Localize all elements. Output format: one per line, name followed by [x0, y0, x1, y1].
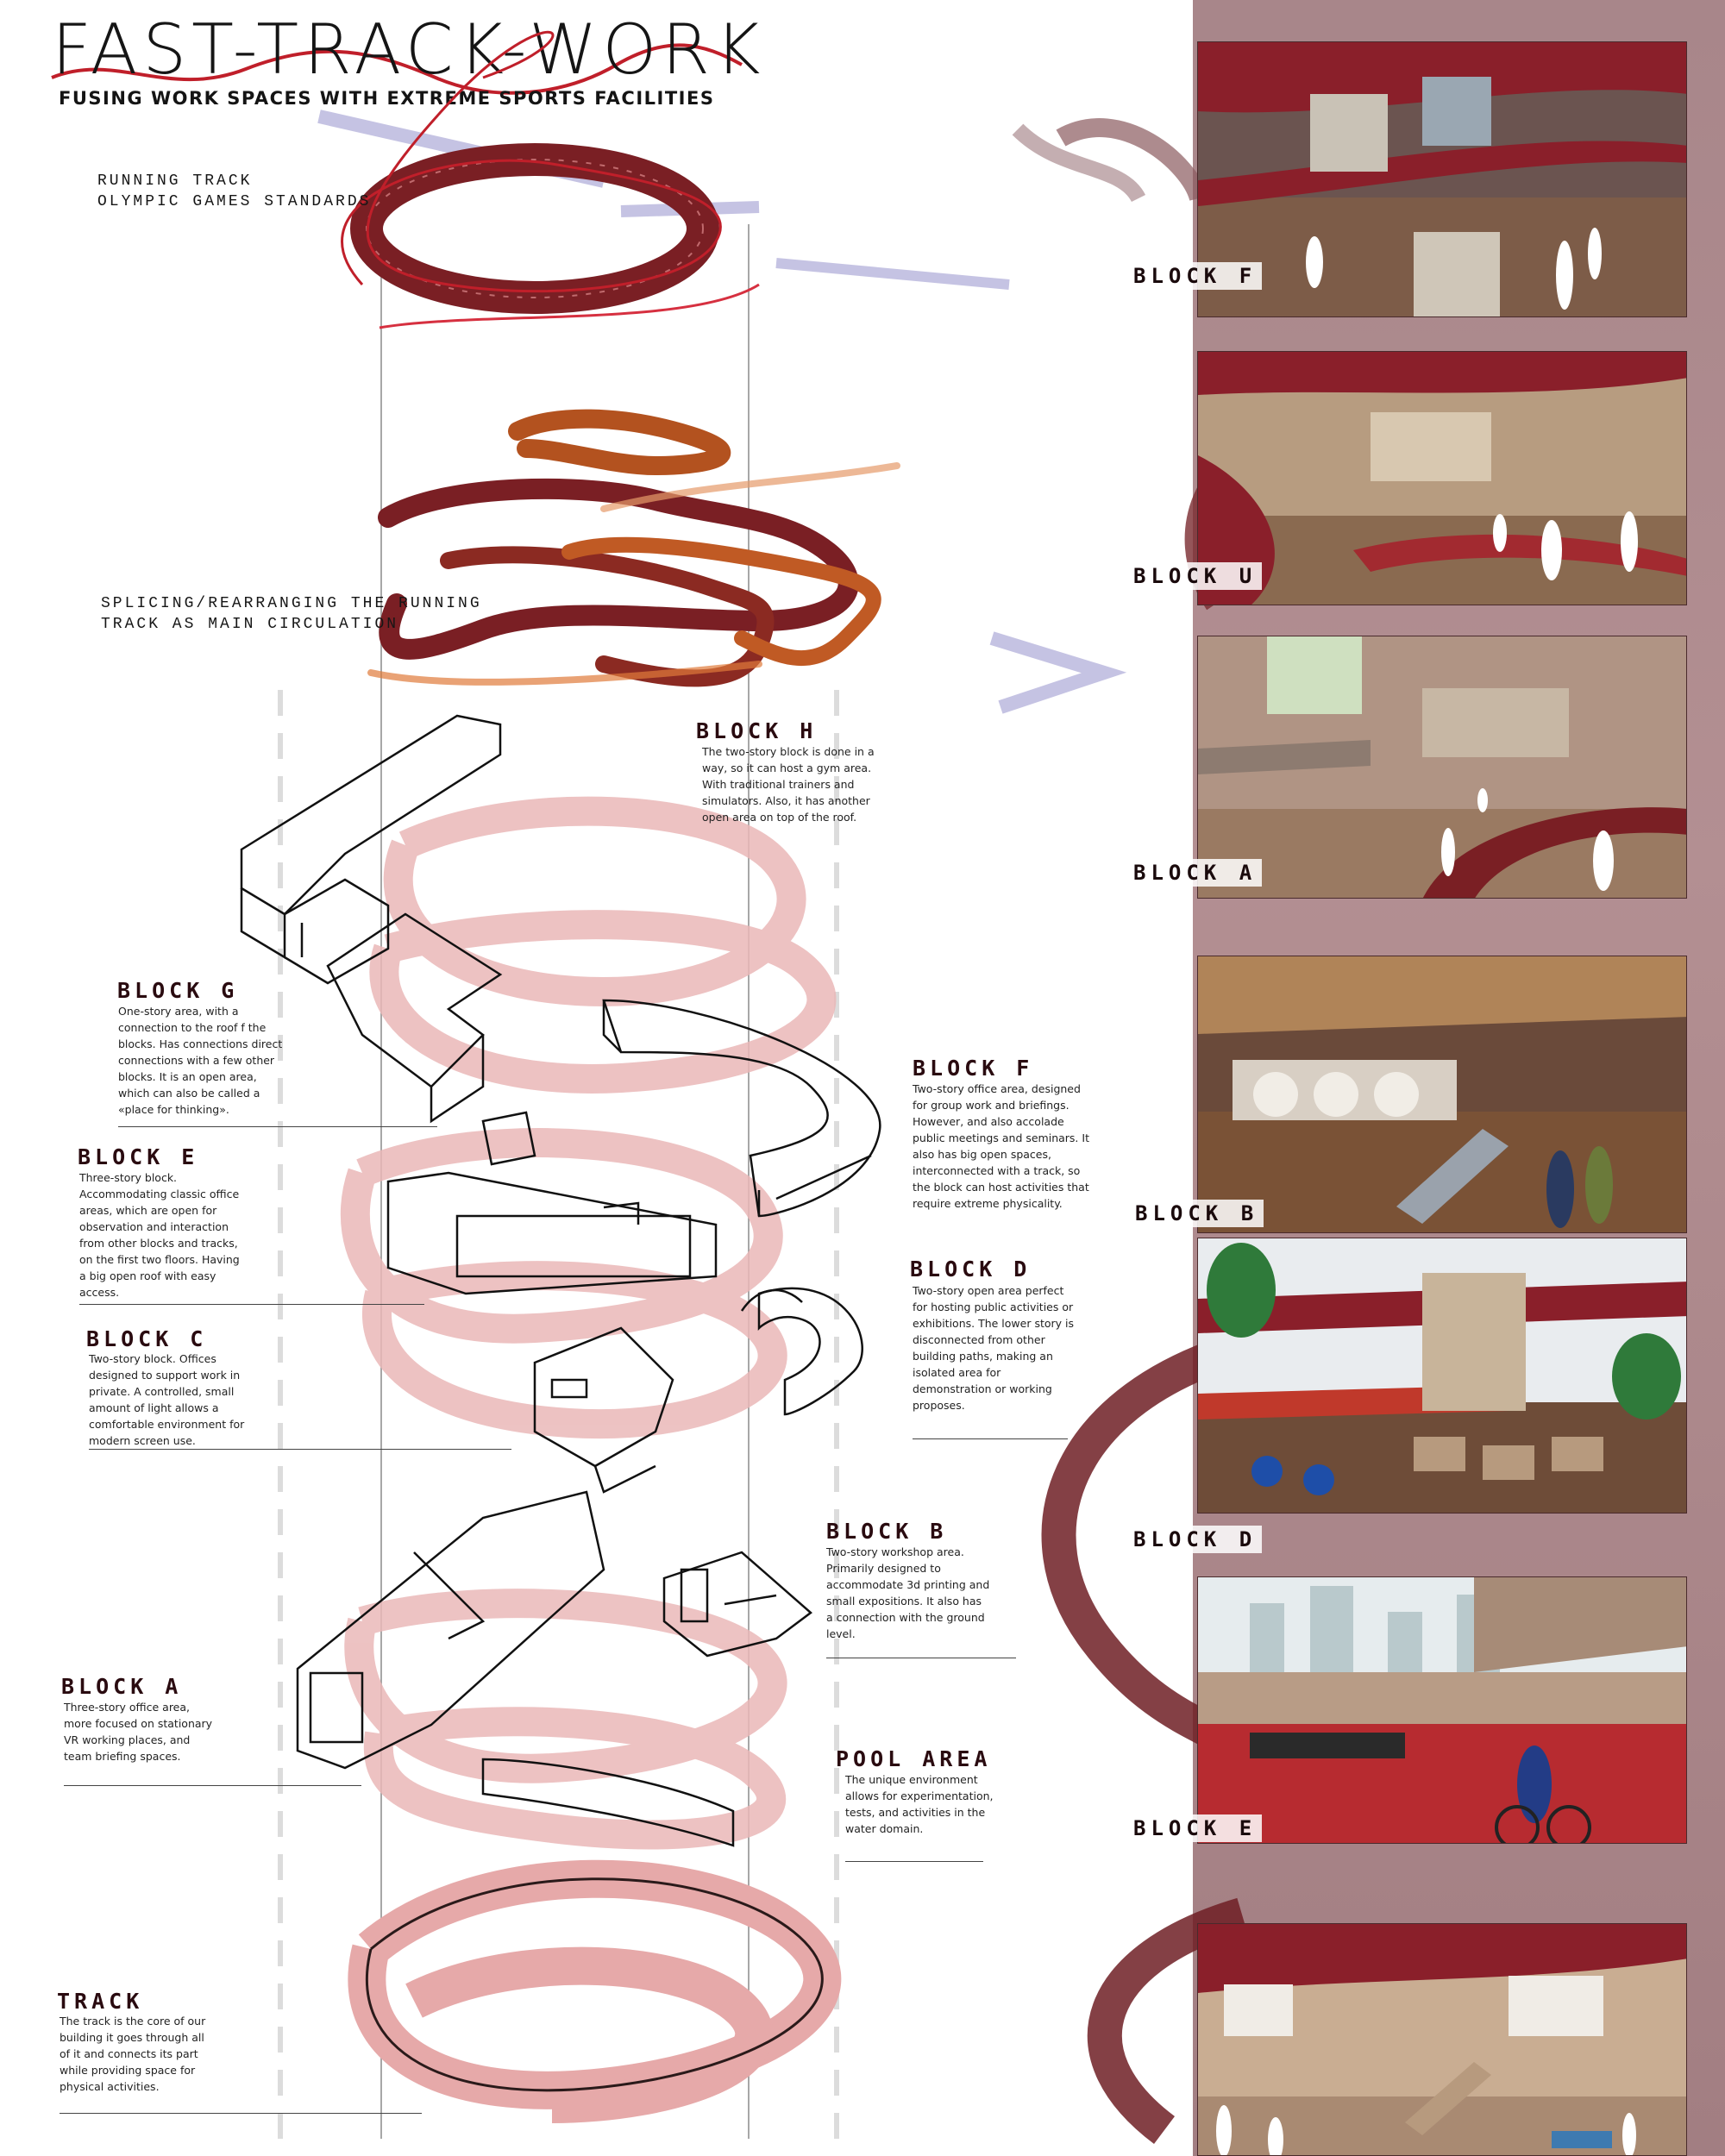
pink-track-layers [341, 796, 837, 1850]
block-h-title: BLOCK H [696, 718, 818, 743]
block-g-desc: One-story area, with a connection to the… [118, 1005, 283, 1116]
red-scribble [341, 30, 722, 293]
block-d-rule [913, 1438, 1068, 1439]
render-block-e [1197, 1576, 1687, 1844]
block-h-drawing [240, 714, 502, 985]
block-d-desc: Two-story open area perfect for hosting … [913, 1284, 1074, 1412]
render-label-block-d: BLOCK D [1128, 1526, 1263, 1553]
block-c-title: BLOCK C [86, 1326, 208, 1351]
block-g-title: BLOCK G [117, 978, 239, 1003]
block-c-desc: Two-story block. Offices designed to sup… [89, 1352, 245, 1447]
render-bottom-interior [1197, 1923, 1687, 2156]
block-h-desc: The two-story block is done in a way, so… [702, 745, 875, 824]
block-b-title: BLOCK B [826, 1519, 948, 1544]
block-e-desc: Three-story block. Accommodating classic… [79, 1171, 240, 1299]
block-a-drawing [296, 1490, 605, 1770]
render-block-b [1197, 956, 1687, 1233]
block-b-desc: Two-story workshop area. Primarily desig… [826, 1545, 990, 1640]
block-f-title: BLOCK F [913, 1056, 1034, 1081]
lavender-stroke [775, 258, 1010, 290]
title-red-scribble [51, 43, 743, 95]
render-label-block-f: BLOCK F [1128, 262, 1263, 290]
block-b-drawing [662, 1551, 812, 1658]
block-g-drawing [326, 912, 503, 1124]
render-block-u [1197, 351, 1687, 605]
lavender-stroke [989, 631, 1127, 714]
render-label-block-u: BLOCK U [1128, 562, 1263, 590]
lavender-stroke [1012, 123, 1146, 203]
track-title: TRACK [57, 1989, 144, 2014]
pool-area-drawing [481, 1758, 735, 1847]
render-label-block-e: BLOCK E [1128, 1814, 1263, 1842]
pool-area-desc: The unique environment allows for experi… [845, 1773, 994, 1835]
block-c-rule [89, 1449, 511, 1450]
block-d-drawing [740, 1287, 863, 1416]
page-subtitle: FUSING WORK SPACES WITH EXTREME SPORTS F… [59, 88, 715, 109]
splicing-note: SPLICING/REARRANGING THE RUNNING TRACK A… [101, 595, 482, 633]
block-e-title: BLOCK E [78, 1144, 199, 1169]
spliced-track [367, 409, 900, 687]
running-track-note: RUNNING TRACK OLYMPIC GAMES STANDARDS [97, 172, 372, 210]
axonometric-drawing [240, 30, 1146, 2139]
block-e-drawing [386, 1111, 718, 1295]
pool-area-title: POOL AREA [836, 1746, 992, 1771]
render-block-f [1197, 41, 1687, 317]
page-title: FAST-TRACK-WORK [52, 9, 766, 90]
track-desc: The track is the core of our building it… [60, 2015, 206, 2093]
pool-area-rule [845, 1861, 983, 1862]
render-block-a [1197, 636, 1687, 899]
block-f-desc: Two-story office area, designed for grou… [913, 1082, 1089, 1210]
render-label-block-a: BLOCK A [1128, 859, 1263, 887]
render-block-d [1197, 1238, 1687, 1514]
red-scribble [379, 283, 760, 329]
block-f-drawing [602, 999, 881, 1218]
block-e-rule [79, 1304, 424, 1305]
block-c-drawing [533, 1326, 674, 1494]
block-a-desc: Three-story office area, more focused on… [64, 1701, 213, 1763]
render-label-block-b: BLOCK B [1130, 1200, 1264, 1227]
track-rule [60, 2113, 422, 2114]
block-d-title: BLOCK D [910, 1257, 1032, 1282]
block-g-rule [118, 1126, 437, 1127]
block-a-rule [64, 1785, 361, 1786]
block-a-title: BLOCK A [61, 1674, 183, 1699]
